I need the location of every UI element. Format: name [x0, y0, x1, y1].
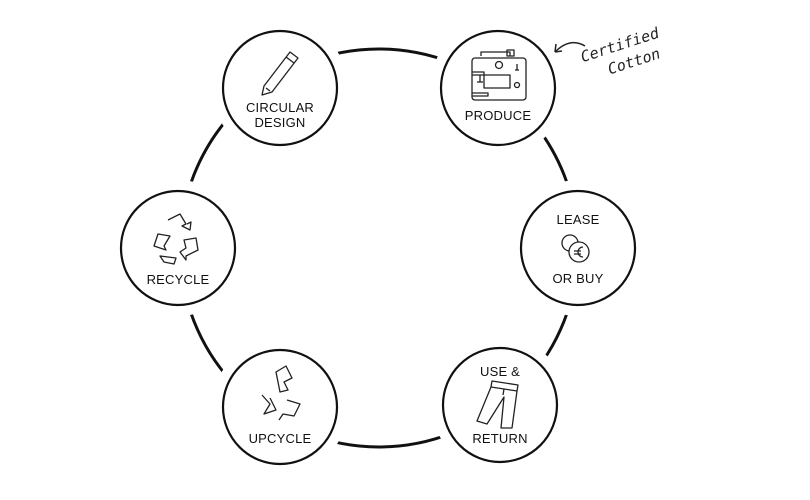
stage-circle-use-and-return: [441, 346, 559, 464]
stage-label-recycle: RECYCLE: [146, 272, 210, 287]
stage-label-lease: LEASE: [556, 212, 600, 227]
stage-circle-upcycle: [221, 348, 339, 466]
stage-label-use: USE &: [479, 364, 520, 379]
trousers-icon: [476, 380, 519, 429]
stage-label-or-buy: OR BUY: [552, 271, 604, 286]
recycle-icon: [153, 213, 199, 265]
annotation-arrow: [554, 41, 586, 53]
euro-coins-icon: [561, 234, 590, 263]
pencil-icon: [261, 51, 299, 96]
stage-circle-circular-design: [221, 29, 339, 147]
label-line: DESIGN: [254, 115, 306, 130]
upcycle-arrows-icon: [261, 365, 301, 421]
label-line: CIRCULAR: [245, 100, 315, 115]
stage-label-circular-design: CIRCULAR DESIGN: [225, 100, 335, 130]
stage-label-return: RETURN: [472, 431, 528, 446]
stage-label-produce: PRODUCE: [464, 108, 532, 123]
sewing-machine-icon: [471, 49, 527, 101]
stage-label-upcycle: UPCYCLE: [248, 431, 312, 446]
stage-circle-recycle: [119, 189, 237, 307]
